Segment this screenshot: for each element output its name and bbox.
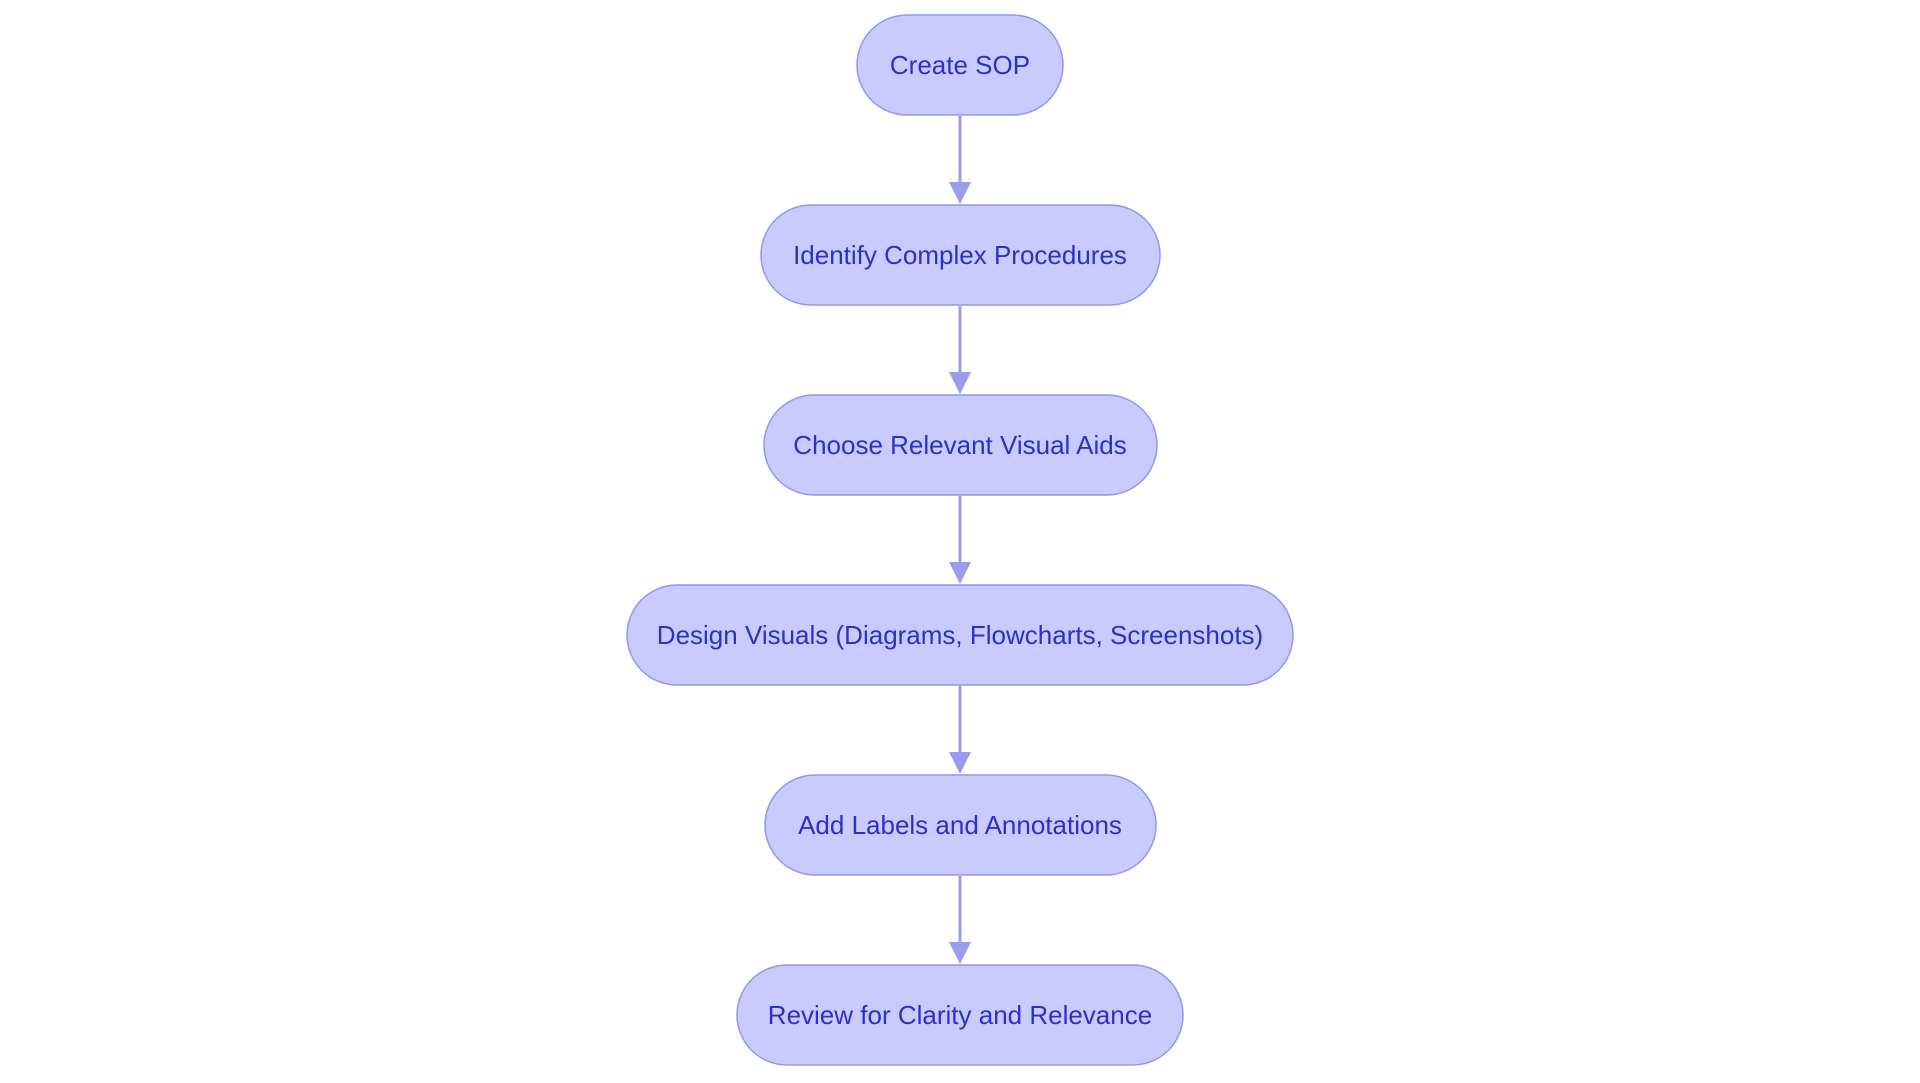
node-add-labels-and-annotations: Add Labels and Annotations	[764, 774, 1157, 876]
edge-choose-to-design	[949, 496, 971, 584]
node-review-for-clarity-and-relevance: Review for Clarity and Relevance	[736, 964, 1184, 1066]
node-design-visuals-label: Design Visuals (Diagrams, Flowcharts, Sc…	[657, 620, 1263, 650]
node-add-labels-and-annotations-label: Add Labels and Annotations	[798, 810, 1122, 840]
node-create-sop-label: Create SOP	[890, 50, 1030, 80]
node-choose-relevant-visual-aids: Choose Relevant Visual Aids	[763, 394, 1158, 496]
node-identify-complex-procedures-label: Identify Complex Procedures	[793, 240, 1127, 270]
edge-design-to-labels	[949, 686, 971, 774]
node-review-for-clarity-and-relevance-label: Review for Clarity and Relevance	[768, 1000, 1152, 1030]
edge-labels-to-review	[949, 876, 971, 964]
edge-identify-to-choose	[949, 306, 971, 394]
node-identify-complex-procedures: Identify Complex Procedures	[760, 204, 1161, 306]
edge-create-to-identify	[949, 116, 971, 204]
node-create-sop: Create SOP	[856, 14, 1064, 116]
node-choose-relevant-visual-aids-label: Choose Relevant Visual Aids	[793, 430, 1126, 460]
node-design-visuals: Design Visuals (Diagrams, Flowcharts, Sc…	[626, 584, 1294, 686]
